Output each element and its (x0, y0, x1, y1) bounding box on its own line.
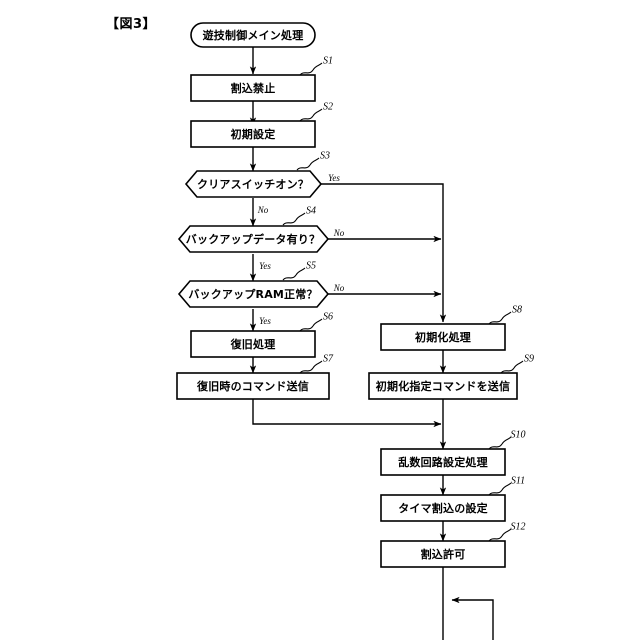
node-s11[interactable] (380, 494, 506, 522)
step-label-s2: S2 (323, 101, 333, 113)
connector-layer (249, 46, 494, 640)
step-label-s11: S11 (510, 475, 526, 487)
leader-s12 (488, 528, 512, 542)
node-s7[interactable] (176, 372, 330, 400)
node-s5[interactable] (177, 280, 330, 308)
node-s2[interactable] (190, 120, 316, 148)
leader-s6 (299, 318, 323, 332)
step-label-s7: S7 (323, 353, 333, 365)
step-leader-layer (282, 62, 524, 542)
leader-s2 (299, 108, 323, 122)
step-label-s5: S5 (306, 260, 316, 272)
figure-label: 【図3】 (106, 17, 157, 32)
node-s9[interactable] (368, 372, 518, 400)
edge-label-s4-no: No (333, 228, 345, 238)
step-label-s6: S6 (323, 311, 333, 323)
node-s8[interactable] (380, 323, 506, 351)
node-s4[interactable] (177, 225, 330, 253)
node-s3[interactable] (184, 170, 323, 198)
edge-s7-to-merge (252, 399, 442, 428)
leader-s4 (282, 212, 306, 226)
shape-layer (176, 22, 518, 568)
edge-label-s3-no: No (257, 205, 269, 215)
edge-label-s3-yes: Yes (328, 173, 340, 183)
leader-s5 (282, 267, 306, 281)
node-s12[interactable] (380, 540, 506, 568)
node-s10[interactable] (380, 448, 506, 476)
node-start[interactable] (190, 22, 316, 48)
step-label-s3: S3 (320, 150, 330, 162)
edge-label-s5-no: No (333, 283, 345, 293)
edge-s3-yes-to-trunk (320, 183, 447, 323)
step-label-s8: S8 (512, 304, 522, 316)
step-label-s4: S4 (306, 205, 316, 217)
leader-s1 (299, 62, 323, 76)
leader-s10 (488, 436, 512, 450)
leader-s9 (500, 360, 524, 374)
step-label-s1: S1 (323, 55, 333, 67)
leader-s3 (296, 157, 320, 171)
leader-s11 (488, 482, 512, 496)
leader-s7 (299, 360, 323, 374)
edge-loop-return (451, 596, 494, 640)
edge-label-s4-yes: Yes (259, 261, 271, 271)
edge-label-s5-yes: Yes (259, 316, 271, 326)
node-s1[interactable] (190, 74, 316, 102)
leader-s8 (488, 311, 512, 325)
step-label-s12: S12 (510, 521, 526, 533)
step-label-s9: S9 (524, 353, 534, 365)
node-s6[interactable] (190, 330, 316, 358)
step-label-s10: S10 (510, 429, 526, 441)
